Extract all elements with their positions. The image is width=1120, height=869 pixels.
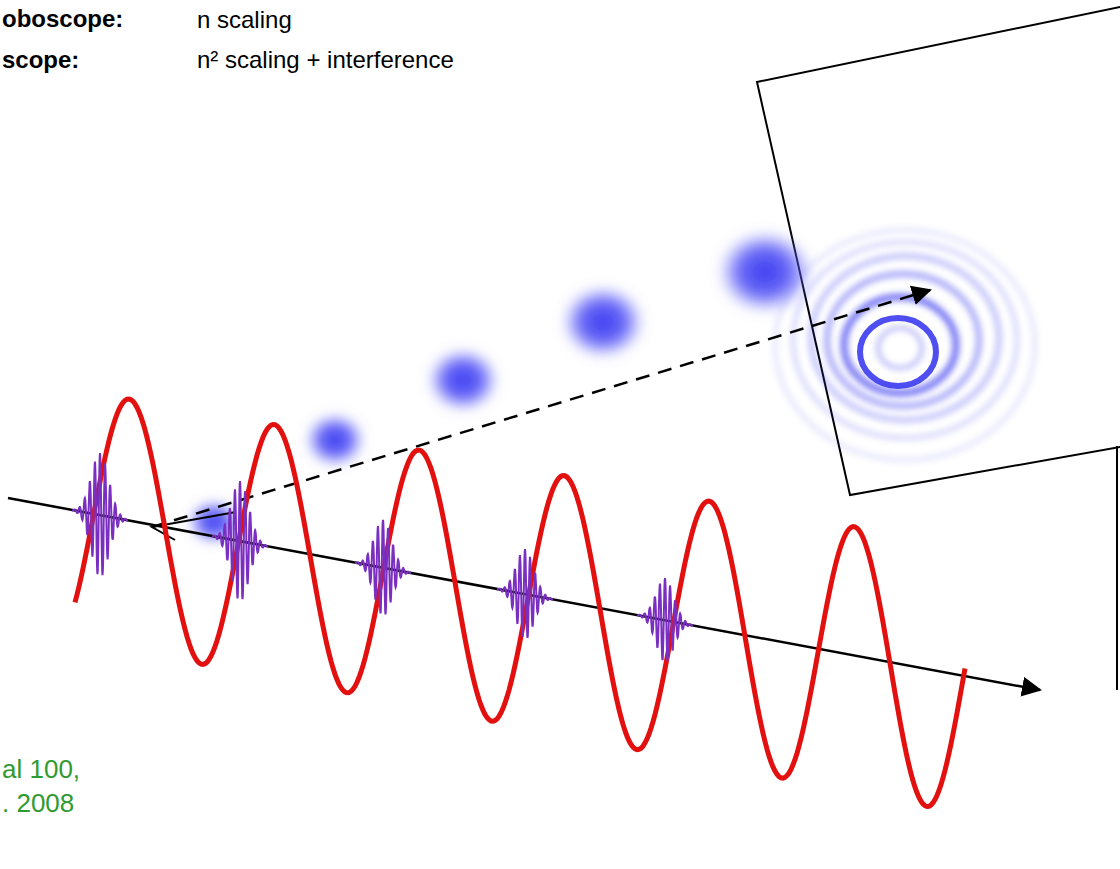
attosecond-pulse — [355, 520, 411, 615]
reference: . 2008 — [2, 789, 74, 819]
attosecond-pulses — [72, 453, 693, 661]
detector-screen — [757, 6, 1120, 495]
scaling-note: n scaling — [197, 6, 292, 34]
attosecond-pulse — [72, 453, 128, 575]
laser-field-wave — [75, 399, 965, 807]
method-heading: oboscope: — [2, 5, 123, 33]
attosecond-pulse — [637, 578, 693, 661]
interference-rings — [775, 230, 1035, 460]
screen-edge — [1116, 446, 1118, 690]
reference: al 100, — [2, 755, 80, 785]
method-heading: scope: — [2, 46, 79, 74]
attosecond-pulse — [497, 549, 553, 638]
attosecond-pulse — [212, 481, 268, 599]
scaling-note: n² scaling + interference — [197, 46, 454, 74]
electron-wavepackets — [188, 230, 813, 544]
electron-trajectory — [152, 290, 930, 527]
